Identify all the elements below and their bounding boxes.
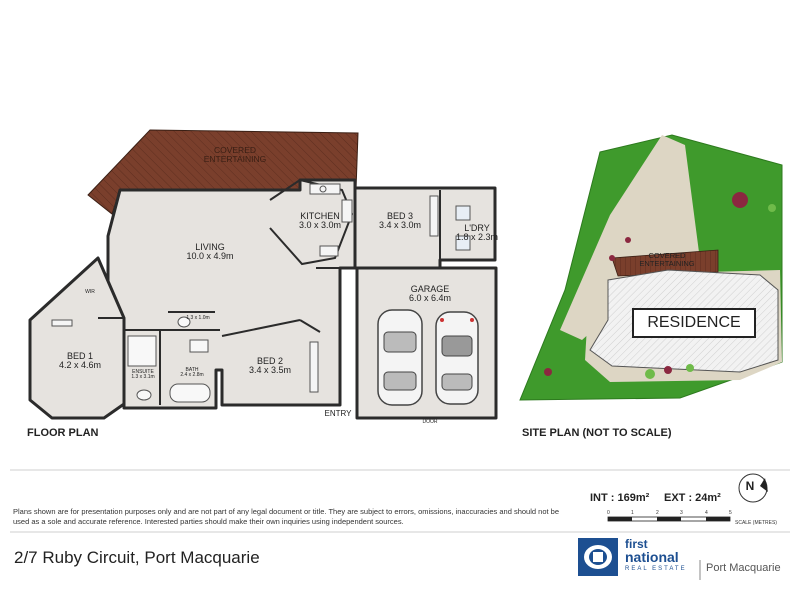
room-garage-name: GARAGE xyxy=(410,284,450,294)
room-garage: GARAGE 6.0 x 6.4m xyxy=(395,284,465,304)
compass-label: N xyxy=(745,479,755,493)
internal-area: INT : 169m² xyxy=(590,492,650,504)
floor-plan-heading: FLOOR PLAN xyxy=(27,427,99,439)
covered-entertaining-label: COVERED ENTERTAINING xyxy=(203,145,267,164)
kitchen-counters xyxy=(309,183,353,257)
room-bed2-dim: 3.4 x 3.5m xyxy=(248,365,292,376)
room-kitchen-dim: 3.0 x 3.0m xyxy=(298,220,342,231)
car-right xyxy=(435,311,479,405)
site-plan-heading: SITE PLAN (NOT TO SCALE) xyxy=(522,427,672,439)
room-bed3-dim: 3.4 x 3.0m xyxy=(378,220,422,231)
car-left xyxy=(377,309,423,406)
bath-fixtures xyxy=(127,316,211,403)
room-laundry-name: L'DRY xyxy=(464,223,490,233)
scale-tick-5: 5 xyxy=(729,510,732,516)
room-ensuite-name: ENSUITE xyxy=(132,369,154,375)
door-label: DOOR xyxy=(422,419,438,425)
room-bed3: BED 3 3.4 x 3.0m xyxy=(370,211,430,231)
room-bed1-dim: 4.2 x 4.6m xyxy=(58,360,102,371)
room-ensuite: ENSUITE 1.3 x 3.1m xyxy=(125,369,161,381)
scale-tick-2: 2 xyxy=(656,510,659,516)
wardrobes xyxy=(51,195,439,393)
room-living-dim: 10.0 x 4.9m xyxy=(186,251,234,262)
room-living-name: LIVING xyxy=(195,242,225,252)
room-bath-dim: 2.4 x 2.8m xyxy=(180,372,204,379)
entry-label: ENTRY xyxy=(324,409,352,418)
room-bed2-name: BED 2 xyxy=(256,356,283,366)
room-bed3-name: BED 3 xyxy=(386,211,413,221)
scale-tick-4: 4 xyxy=(705,510,708,516)
laundry-fixtures xyxy=(455,205,471,251)
disclaimer-text: Plans shown are for presentation purpose… xyxy=(13,507,560,527)
room-living: LIVING 10.0 x 4.9m xyxy=(160,242,260,262)
room-bed1: BED 1 4.2 x 4.6m xyxy=(45,351,115,371)
room-laundry: L'DRY 1.8 x 2.3m xyxy=(452,223,502,243)
site-plants xyxy=(544,192,776,379)
site-deck xyxy=(611,249,719,277)
scale-label: SCALE (METRES) xyxy=(735,520,777,526)
room-bed2: BED 2 3.4 x 3.5m xyxy=(240,356,300,376)
room-kitchen: KITCHEN 3.0 x 3.0m xyxy=(290,211,350,231)
room-kitchen-name: KITCHEN xyxy=(300,211,340,221)
room-laundry-dim: 1.8 x 2.3m xyxy=(455,232,499,243)
room-garage-dim: 6.0 x 6.4m xyxy=(408,293,452,304)
brand-line2: national xyxy=(625,549,679,565)
brand-office: Port Macquarie xyxy=(706,562,781,574)
wc-label: 1.3 x 1.0m xyxy=(186,315,210,321)
site-residence-label: RESIDENCE xyxy=(632,308,756,338)
brand-sub: REAL ESTATE xyxy=(625,566,687,572)
external-area: EXT : 24m² xyxy=(664,492,721,504)
property-address: 2/7 Ruby Circuit, Port Macquarie xyxy=(14,548,260,567)
brand-logo-icon xyxy=(578,538,618,576)
brand-line1: first xyxy=(625,537,648,551)
wir-label: WIR xyxy=(85,289,95,295)
room-bath-name: BATH xyxy=(185,367,199,373)
room-bath: BATH 2.4 x 2.8m xyxy=(170,367,214,379)
compass-icon xyxy=(738,473,768,503)
scale-tick-0: 0 xyxy=(607,510,610,516)
scale-tick-1: 1 xyxy=(631,510,634,516)
scale-bar xyxy=(607,516,731,522)
room-ensuite-dim: 1.3 x 3.1m xyxy=(131,374,155,381)
site-covered-entertaining-label: COVERED ENTERTAINING xyxy=(639,251,695,268)
room-bed1-name: BED 1 xyxy=(66,351,93,361)
scale-tick-3: 3 xyxy=(680,510,683,516)
